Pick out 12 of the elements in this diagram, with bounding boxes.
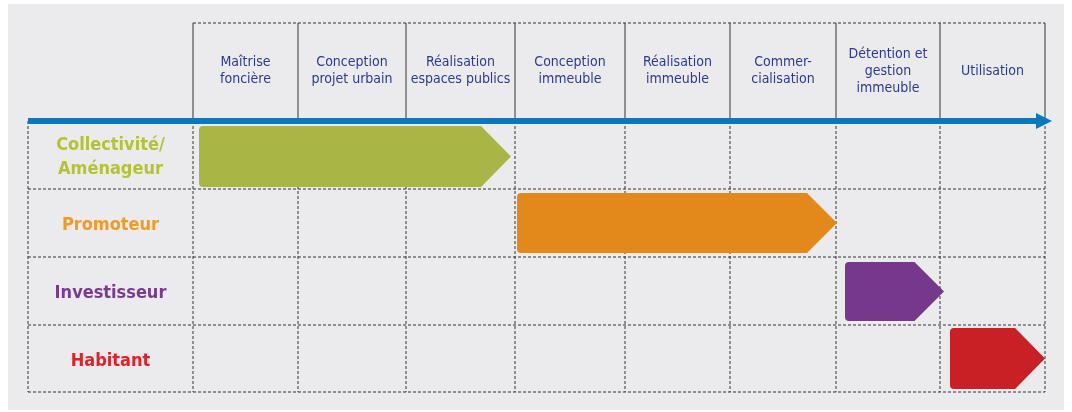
column-header: Réalisation immeuble xyxy=(642,52,713,88)
column-header: Détention et gestion immeuble xyxy=(847,43,929,97)
row-header: Habitant xyxy=(69,347,152,372)
column-header: Commer- cialisation xyxy=(750,52,816,88)
column-header: Conception immeuble xyxy=(533,52,607,88)
row-header: Collectivité/ Aménageur xyxy=(55,132,166,180)
column-header: Réalisation espaces publics xyxy=(409,52,512,88)
column-header: Maîtrise foncière xyxy=(219,52,272,88)
column-header: Conception projet urbain xyxy=(310,52,394,88)
column-header: Utilisation xyxy=(959,60,1026,80)
row-header: Investisseur xyxy=(53,280,168,304)
row-header: Promoteur xyxy=(60,212,161,236)
